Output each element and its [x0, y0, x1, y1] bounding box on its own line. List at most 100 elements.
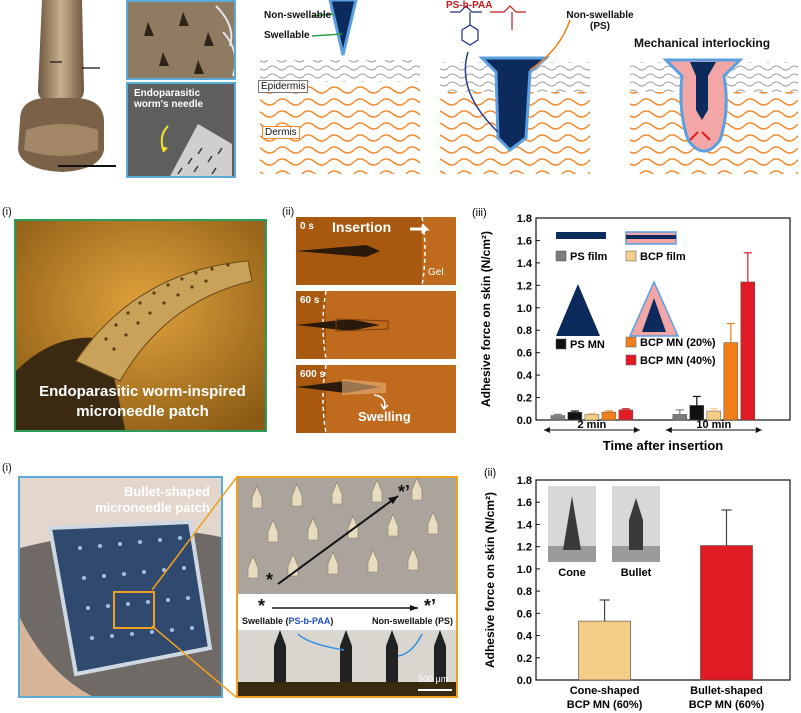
frame1-time: 60 s: [300, 295, 320, 306]
closeup-star-prime: *’: [398, 482, 411, 502]
chart1-bar: [672, 414, 688, 421]
chart2-inset-needle: [629, 498, 643, 550]
label-mechanical: Mechanical interlocking: [634, 36, 771, 50]
adhesion-vs-shape-chart: (ii)0.00.20.40.60.81.01.21.41.61.8Adhesi…: [484, 467, 791, 711]
worm-photo: [0, 0, 122, 178]
chart1-category-label: 10 min: [696, 419, 731, 431]
chart2-category-label-line1: Cone-shaped: [570, 685, 640, 697]
chart1-ytick-label: 1.0: [517, 303, 532, 315]
chart2-inset-label: Cone: [558, 567, 586, 579]
panel-tag-mid-ii: (ii): [282, 206, 295, 218]
chart2-ytick-label: 1.0: [517, 564, 532, 576]
chart2-ylabel: Adhesive force on skin (N/cm²): [484, 492, 497, 668]
frame0-time: 0 s: [300, 221, 314, 232]
chart2-ytick-label: 1.2: [517, 542, 532, 554]
chart1-ytick-label: 1.2: [517, 280, 532, 292]
cross-star: *: [258, 596, 266, 616]
frame2-label: Swelling: [358, 409, 411, 424]
needles-closeup-photo: * *’: [236, 476, 458, 594]
worm-illustration: [18, 0, 116, 172]
chart2-category-label-line2: BCP MN (60%): [567, 699, 643, 711]
patch-photo-illustration: [16, 221, 265, 430]
label-swellable: Swellable: [264, 30, 310, 41]
label-epidermis: Epidermis: [258, 80, 309, 93]
chart2-ytick-label: 0.0: [517, 675, 532, 687]
needle-legend-icon: [328, 0, 358, 56]
chart2-tag: (ii): [484, 467, 496, 479]
sem-needle-photo: Endoparasitic worm's needle: [126, 82, 236, 178]
frame0-gel: Gel: [428, 267, 444, 278]
chart2-category-label-line1: Bullet-shaped: [690, 685, 763, 697]
bullet-patch-title-line1: Bullet-shaped: [124, 484, 210, 499]
chart1-legend-swatch: [555, 250, 567, 262]
chart1-legend-swatch: [555, 338, 567, 350]
swellable-label: Swellable (PS-b-PAA): [242, 616, 333, 626]
chart1-legend-label: BCP MN (20%): [640, 337, 716, 349]
insertion-frame-600s: 600 s Swelling: [296, 365, 456, 433]
chart1-ytick-label: 0.8: [517, 325, 532, 337]
bullet-patch-photo: Bullet-shaped microneedle patch: [18, 476, 223, 698]
chart1-bar: [550, 415, 566, 421]
label-non-swellable-ps: Non-swellable (PS): [566, 10, 634, 32]
chart1-ytick-label: 0.2: [517, 393, 532, 405]
chart2-ytick-label: 1.6: [517, 497, 532, 509]
chart1-legend-label: BCP film: [640, 251, 686, 263]
scalebar-label: 500 µm: [418, 674, 449, 684]
patch-caption-line1: Endoparasitic worm-inspired: [39, 383, 246, 400]
swellable-post: ): [330, 616, 334, 626]
chart1-ytick-label: 1.6: [517, 235, 532, 247]
chart1-ytick-label: 0.6: [517, 348, 532, 360]
chart2-category-label-line2: BCP MN (60%): [689, 699, 765, 711]
chart1-ytick-label: 0.4: [517, 370, 533, 382]
chart1-ytick-label: 0.0: [517, 415, 532, 427]
chart2-ytick-label: 0.6: [517, 608, 532, 620]
patch-photo: Endoparasitic worm-inspired microneedle …: [14, 219, 267, 432]
chart1-category-label: 2 min: [578, 419, 607, 431]
sem-needle-label: Endoparasitic worm's needle: [134, 88, 204, 110]
chart1-bar: [723, 342, 739, 421]
top-schematic: [260, 0, 798, 174]
chart1-bar: [689, 405, 705, 421]
needles-crosssection-photo: * *’ Swellable (PS-b-PAA) Non-swellable …: [236, 594, 458, 698]
panel-tag-mid-i: (i): [2, 206, 12, 218]
chart2-inset-label: Bullet: [621, 567, 652, 579]
chart1-ylabel: Adhesive force on skin (N/cm²): [479, 231, 493, 407]
label-non-swellable: Non-swellable: [264, 10, 332, 21]
frame0-label: Insertion: [332, 219, 392, 235]
chart1-ytick-label: 1.8: [517, 213, 532, 225]
closeup-star: *: [266, 570, 274, 590]
chart1-tag: (iii): [472, 207, 487, 219]
chart1-frame: [535, 217, 791, 421]
chart2-inset-base: [612, 546, 660, 562]
frame2-time: 600 s: [300, 369, 326, 380]
chart1-ps-film-icon: [556, 232, 606, 239]
chart1-legend-swatch: [625, 336, 637, 348]
non-swellable-ps-label: Non-swellable (PS): [372, 616, 454, 626]
chart2-frame: [535, 479, 791, 681]
chart2-bar: [578, 620, 631, 681]
chart1-legend-swatch: [625, 250, 637, 262]
adhesion-vs-time-chart: (iii) 0.0 0.2 0.4 0.6 0.8 1.0 1.2 1.4 1.6 1.8Adhes…: [472, 207, 791, 453]
chart2-ytick-label: 0.2: [517, 653, 532, 665]
chart2-bar: [700, 545, 753, 681]
panel-tag-bot-i: (i): [2, 462, 12, 474]
cross-star-prime: *’: [424, 596, 437, 616]
chart1-xlabel: Time after insertion: [603, 438, 723, 453]
chart2-ytick-label: 0.8: [517, 586, 532, 598]
insertion-frame-0s: 0 s Insertion Gel: [296, 217, 456, 285]
chart2-inset-needle: [563, 496, 581, 550]
chart2-ytick-label: 0.4: [517, 631, 533, 643]
chart2-ytick-label: 1.8: [517, 475, 532, 487]
chart1-legend-label: BCP MN (40%): [640, 355, 716, 367]
chart1-legend-label: PS film: [570, 251, 608, 263]
label-polymer: PS-b-PAA: [446, 0, 493, 11]
insertion-frame-60s: 60 s: [296, 291, 456, 359]
chart2-inset-base: [548, 546, 596, 562]
chart1-bar: [618, 409, 634, 421]
chart1-bar: [740, 281, 756, 421]
chart1-ps-mn-icon: [556, 284, 600, 336]
swellable-pre: Swellable (: [242, 616, 289, 626]
chart1-bcp-film-core: [626, 235, 676, 239]
chart1-ytick-label: 1.4: [517, 258, 533, 270]
bullet-patch-title-line2: microneedle patch: [95, 500, 210, 515]
